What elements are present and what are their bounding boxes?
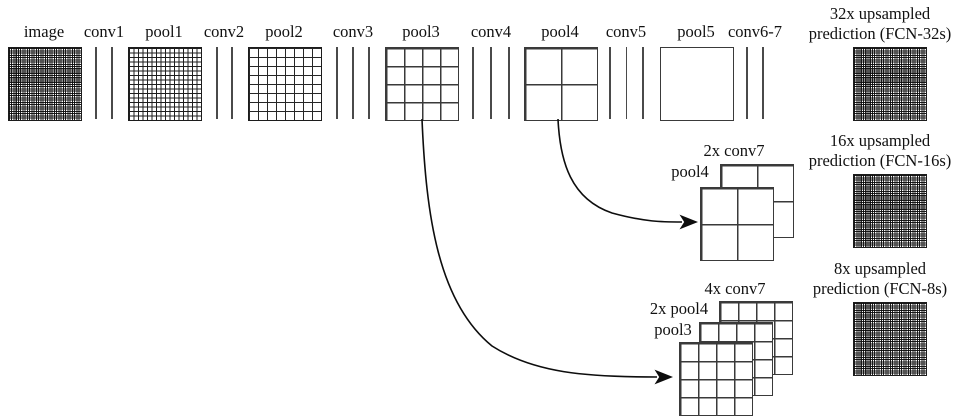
- conv-line: [95, 47, 97, 119]
- label-pool5: pool5: [677, 22, 715, 41]
- label-pool2: pool2: [265, 22, 303, 41]
- conv-line: [472, 47, 474, 119]
- pool4-skip-arrow: [557, 118, 683, 223]
- label-fusion-pool4: pool4: [671, 162, 709, 181]
- label-pool4: pool4: [541, 22, 579, 41]
- caption-line: prediction (FCN-16s): [808, 150, 952, 170]
- label-2x-conv7: 2x conv7: [703, 141, 765, 160]
- conv-line: [111, 47, 113, 119]
- fusion16s-pool4-grid: [700, 187, 774, 261]
- conv-line: [352, 47, 354, 119]
- label-pool1: pool1: [145, 22, 183, 41]
- fcn16s-prediction-grid: [853, 174, 927, 248]
- conv6-7-lines: [746, 47, 764, 119]
- conv5-lines: [609, 47, 644, 119]
- pool3-grid: [385, 47, 459, 121]
- arrowhead: [654, 369, 673, 385]
- conv-line: [490, 47, 492, 119]
- label-conv2: conv2: [203, 22, 245, 41]
- label-2x-pool4: 2x pool4: [649, 299, 709, 318]
- label-conv6-7: conv6-7: [727, 22, 783, 41]
- pool4-grid: [524, 47, 598, 121]
- arrowhead: [679, 214, 698, 230]
- conv-line: [642, 47, 644, 119]
- conv2-lines: [216, 47, 233, 119]
- caption-line: 16x upsampled: [829, 131, 931, 150]
- pool3-skip-arrow: [421, 118, 658, 378]
- fcn16s-caption: 16x upsampled prediction (FCN-16s): [785, 131, 971, 170]
- image-grid: [8, 47, 82, 121]
- conv-line: [625, 47, 628, 119]
- conv-line: [336, 47, 338, 119]
- label-conv4: conv4: [470, 22, 512, 41]
- fcn8s-prediction-grid: [853, 302, 927, 376]
- conv3-lines: [336, 47, 370, 119]
- label-conv3: conv3: [332, 22, 374, 41]
- caption-line: prediction (FCN-8s): [812, 278, 948, 298]
- label-pool3: pool3: [402, 22, 440, 41]
- fusion8s-pool3-grid: [679, 342, 753, 416]
- conv1-lines: [95, 47, 113, 119]
- conv-line: [609, 47, 611, 119]
- pool1-grid: [128, 47, 202, 121]
- conv-line: [746, 47, 748, 119]
- pool2-grid: [248, 47, 322, 121]
- fcn32s-prediction-grid: [853, 47, 927, 121]
- caption-line: 32x upsampled: [829, 4, 931, 23]
- conv-line: [216, 47, 218, 119]
- conv-line: [508, 47, 510, 119]
- conv-line: [762, 47, 764, 119]
- conv-line: [368, 47, 370, 119]
- label-image: image: [23, 22, 65, 41]
- label-conv5: conv5: [605, 22, 647, 41]
- pool5-grid: [660, 47, 734, 121]
- caption-line: 8x upsampled: [833, 259, 927, 278]
- conv4-lines: [472, 47, 510, 119]
- label-4x-conv7: 4x conv7: [704, 279, 766, 298]
- fcn8s-caption: 8x upsampled prediction (FCN-8s): [785, 259, 971, 298]
- label-conv1: conv1: [83, 22, 125, 41]
- caption-line: prediction (FCN-32s): [808, 23, 952, 43]
- fcn32s-caption: 32x upsampled prediction (FCN-32s): [785, 4, 971, 43]
- label-fusion-pool3: pool3: [654, 320, 692, 339]
- conv-line: [231, 47, 233, 119]
